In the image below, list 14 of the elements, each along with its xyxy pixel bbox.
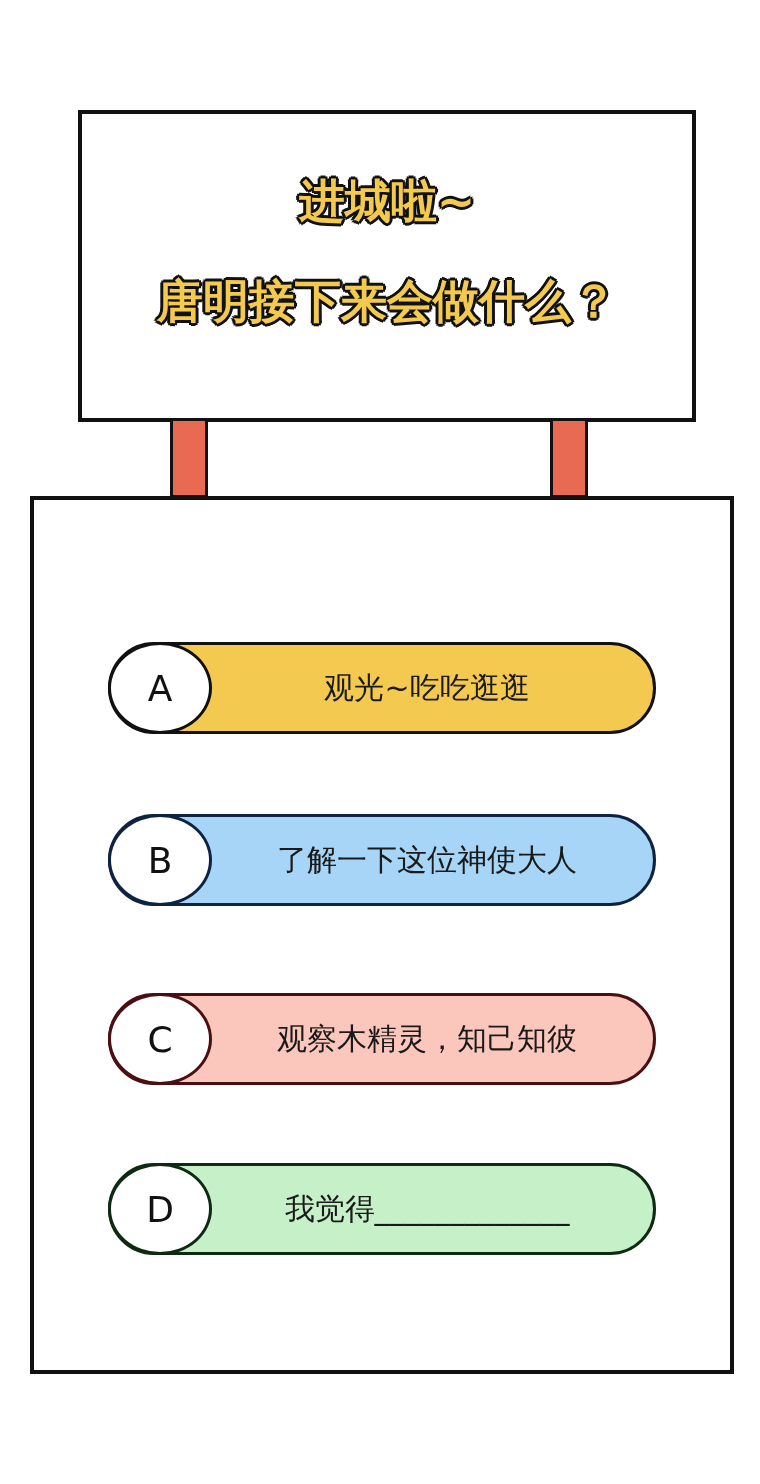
option-text: 了解一下这位神使大人	[276, 840, 578, 879]
sign-title: 进城啦~	[297, 176, 477, 227]
option-text: 我觉得_____________	[283, 1189, 571, 1228]
option-letter: C	[108, 993, 212, 1085]
option-text: 观光~吃吃逛逛	[323, 668, 531, 707]
option-letter: A	[108, 642, 212, 734]
sign-post	[170, 418, 208, 498]
answer-board	[30, 496, 734, 1374]
sign-post	[550, 418, 588, 498]
sign-title: 唐明接下来会做什么？	[155, 276, 618, 327]
sign-board	[78, 110, 696, 422]
option-letter: D	[108, 1163, 212, 1255]
option-letter: B	[108, 814, 212, 906]
option-text: 观察木精灵，知己知彼	[276, 1019, 578, 1058]
